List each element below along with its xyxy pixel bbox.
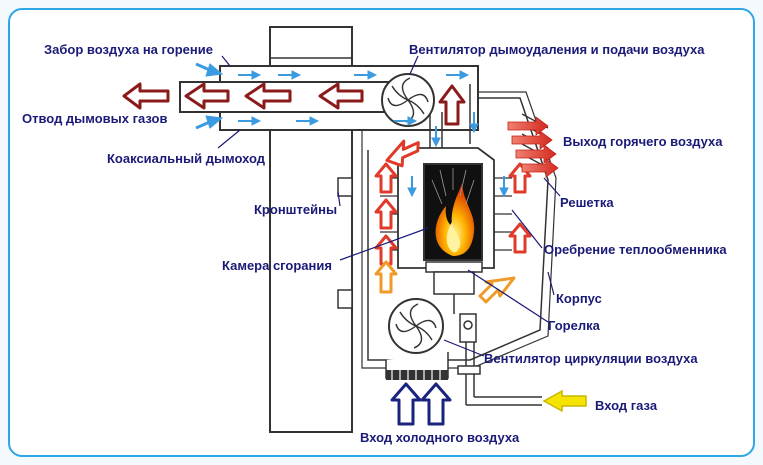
exhaust-fan [381, 73, 435, 127]
gas-in-arrow [542, 389, 587, 413]
arrow-icon [521, 158, 559, 178]
housing [367, 97, 549, 361]
flame-icon [431, 168, 475, 256]
arrow-icon [390, 382, 422, 426]
arrow-icon [420, 382, 452, 426]
bracket-top [337, 177, 353, 197]
arrow-icon [184, 82, 230, 110]
exhaust-arrows [122, 82, 364, 110]
arrow-icon [122, 82, 170, 110]
arrow-icon [385, 139, 420, 168]
arrow-icon [244, 82, 292, 110]
label-hot-air-out: Выход горячего воздуха [563, 134, 723, 149]
arrow-icon [374, 162, 398, 194]
arrow-icon [318, 82, 364, 110]
arrow-icon [511, 130, 553, 150]
arrow-icon [374, 198, 398, 230]
label-flue-out: Отвод дымовых газов [22, 111, 168, 126]
label-burner: Горелка [548, 318, 600, 333]
burner [425, 261, 483, 273]
heat-exchanger [380, 147, 512, 295]
label-fins: Оребрение теплообменника [544, 242, 727, 257]
arrow-icon [515, 144, 557, 164]
cold-air-in-arrows [390, 382, 452, 426]
arrow-icon [507, 116, 549, 136]
label-grille: Решетка [560, 195, 614, 210]
air-intake-arrows [195, 62, 224, 130]
label-housing: Корпус [556, 291, 602, 306]
label-gas-in: Вход газа [595, 398, 658, 413]
label-chamber: Камера сгорания [222, 258, 332, 273]
hot-air-out-arrows [507, 116, 559, 178]
arrow-icon [374, 260, 398, 294]
label-circ-fan: Вентилятор циркуляции воздуха [484, 351, 698, 366]
label-brackets: Кронштейны [254, 202, 338, 217]
label-air-intake: Забор воздуха на горение [44, 42, 213, 57]
label-cold-air-in: Вход холодного воздуха [360, 430, 520, 445]
circulation-fan [385, 298, 449, 380]
bracket-bottom [337, 289, 353, 309]
heated-air-arrows [374, 139, 532, 266]
intake-air-arrows [238, 70, 509, 198]
fan-icon [387, 77, 429, 123]
label-exhaust-fan: Вентилятор дымоудаления и подачи воздуха [409, 42, 705, 57]
leader-lines [217, 55, 561, 357]
gas-line [453, 294, 542, 406]
label-coaxial: Коаксиальный дымоход [107, 151, 266, 166]
arrow-icon [508, 222, 532, 254]
arrow-icon [438, 84, 466, 126]
fan-icon [395, 303, 437, 349]
